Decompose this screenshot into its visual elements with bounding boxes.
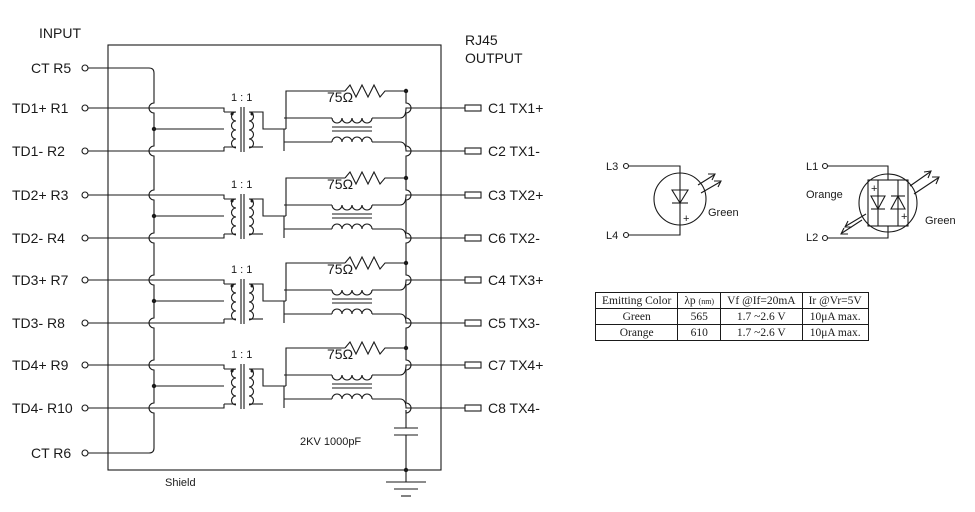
led-green-label: Green <box>708 207 739 219</box>
resistor-icon <box>344 255 406 271</box>
led-plus-sign: + <box>683 213 689 225</box>
input-pin <box>81 319 89 327</box>
table-cell: 10μA max. <box>801 324 869 341</box>
light-arrows-icon <box>697 173 722 194</box>
output-pin <box>464 404 482 412</box>
led-dual-green-label: Green <box>925 215 956 227</box>
table-cell: Orange <box>594 324 679 341</box>
output-pin-label: C7 TX4+ <box>488 357 543 373</box>
output-pin <box>464 276 482 284</box>
output-pin-label: C8 TX4- <box>488 400 540 416</box>
table-cell: 1.7 ~2.6 V <box>720 324 803 341</box>
table-cell: 610 <box>677 324 722 341</box>
output-pin-label: C3 TX2+ <box>488 187 543 203</box>
led-l2-label: L2 <box>806 232 818 244</box>
module-body <box>107 44 442 471</box>
input-pin-label: TD1- R2 <box>12 143 65 159</box>
led-orange-label: Orange <box>806 189 843 201</box>
resistor-label: 75Ω <box>327 89 353 105</box>
resistor-icon <box>344 340 406 356</box>
output-pin-label: C4 TX3+ <box>488 272 543 288</box>
channel-1: 1 : 1 75Ω TD1+ R1 TD1- R2 C1 TX1+ C2 TX1- <box>12 83 543 178</box>
turns-ratio-label: 1 : 1 <box>231 92 252 104</box>
ground-icon <box>386 481 426 497</box>
ct-top-pin <box>81 64 89 72</box>
output-pin <box>464 361 482 369</box>
output-pin <box>464 104 482 112</box>
input-pin <box>81 361 89 369</box>
input-pin-label: TD2- R4 <box>12 230 65 246</box>
rj45-label: RJ45 <box>465 32 498 48</box>
turns-ratio-label: 1 : 1 <box>231 264 252 276</box>
ct-top-label: CT R5 <box>31 60 71 76</box>
table-cell: 10μA max. <box>801 308 869 325</box>
channel-4: 1 : 1 75Ω TD4+ R9 TD4- R10 C7 TX4+ C8 TX4- <box>12 340 543 416</box>
input-pin-label: TD4- R10 <box>12 400 73 416</box>
capacitor-label: 2KV 1000pF <box>300 436 361 448</box>
input-pin <box>81 191 89 199</box>
led-dual-plus-right: + <box>901 211 907 223</box>
input-label: INPUT <box>39 25 81 41</box>
resistor-label: 75Ω <box>327 261 353 277</box>
led-single: L3 L4 + Green <box>606 161 739 242</box>
turns-ratio-label: 1 : 1 <box>231 179 252 191</box>
capacitor <box>394 410 418 482</box>
output-label: OUTPUT <box>465 50 523 66</box>
led-l4-label: L4 <box>606 230 618 242</box>
light-arrows-icon <box>840 170 940 235</box>
led-dual: L1 L2 + + Orange Green <box>806 161 956 244</box>
resistor-icon <box>344 83 406 99</box>
ct-bottom-label: CT R6 <box>31 445 71 461</box>
output-pin-label: C1 TX1+ <box>488 100 543 116</box>
input-pin-label: TD1+ R1 <box>12 100 69 116</box>
led-l1-label: L1 <box>806 161 818 173</box>
output-pin <box>464 191 482 199</box>
output-pin <box>464 147 482 155</box>
col-lambda-unit: (nm) <box>698 296 715 306</box>
channel-3: 1 : 1 75Ω TD3+ R7 TD3- R8 C4 TX3+ C5 TX3- <box>12 255 543 348</box>
turns-ratio-label: 1 : 1 <box>231 349 252 361</box>
table-row: Orange 610 1.7 ~2.6 V 10μA max. <box>594 324 869 341</box>
output-pin <box>464 319 482 327</box>
resistor-icon <box>344 170 406 186</box>
col-emitting-color: Emitting Color <box>594 292 679 309</box>
ct-bus-wire <box>88 67 155 454</box>
shield-label: Shield <box>165 477 196 489</box>
input-pin-label: TD2+ R3 <box>12 187 69 203</box>
input-pin <box>81 234 89 242</box>
led-spec-table: Emitting Color λp (nm) Vf @If=20mA Ir @V… <box>594 292 869 341</box>
input-pin <box>81 147 89 155</box>
led-dual-plus-left: + <box>871 183 877 195</box>
output-pin <box>464 234 482 242</box>
input-pin-label: TD3+ R7 <box>12 272 69 288</box>
output-pin-label: C5 TX3- <box>488 315 540 331</box>
input-pin <box>81 404 89 412</box>
input-pin-label: TD3- R8 <box>12 315 65 331</box>
led-l3-label: L3 <box>606 161 618 173</box>
output-pin-label: C2 TX1- <box>488 143 540 159</box>
ct-bottom-pin <box>81 449 89 457</box>
table-cell: 565 <box>677 308 722 325</box>
input-pin-label: TD4+ R9 <box>12 357 69 373</box>
output-pin-label: C6 TX2- <box>488 230 540 246</box>
channel-2: 1 : 1 75Ω TD2+ R3 TD2- R4 C3 TX2+ C6 TX2- <box>12 170 543 263</box>
col-lambda-symbol: λp <box>684 294 696 307</box>
col-vf: Vf @If=20mA <box>720 292 803 309</box>
col-lambda: λp (nm) <box>677 292 722 309</box>
input-pin <box>81 276 89 284</box>
resistor-label: 75Ω <box>327 346 353 362</box>
center-tap-bus <box>88 67 155 454</box>
table-header-row: Emitting Color λp (nm) Vf @If=20mA Ir @V… <box>594 292 869 309</box>
table-row: Green 565 1.7 ~2.6 V 10μA max. <box>594 308 869 325</box>
resistor-label: 75Ω <box>327 176 353 192</box>
col-ir: Ir @Vr=5V <box>801 292 869 309</box>
table-cell: Green <box>594 308 679 325</box>
table-cell: 1.7 ~2.6 V <box>720 308 803 325</box>
input-pin <box>81 104 89 112</box>
